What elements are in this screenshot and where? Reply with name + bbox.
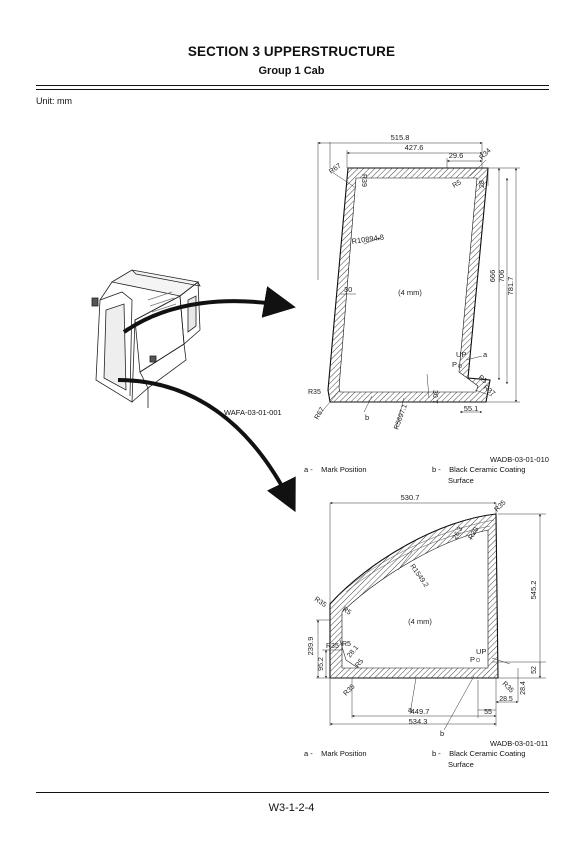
front-legend-a-key: a -	[304, 465, 313, 474]
front-thickness: (4 mm)	[398, 288, 422, 297]
side-legend-a: a - Mark Position	[304, 748, 367, 759]
front-d30-7: 30.7	[431, 390, 438, 404]
front-d30: 30	[344, 285, 352, 294]
front-legend-b-text-1: Black Ceramic Coating	[449, 465, 526, 474]
front-r39: R39	[360, 174, 367, 187]
front-a-mark: a	[483, 350, 488, 359]
side-d28-4: 28.4	[520, 681, 527, 695]
front-legend-b-line2: Surface	[448, 476, 474, 485]
front-d28: 28	[479, 180, 486, 188]
side-r5-low: R5	[354, 658, 365, 669]
side-up: UP	[476, 647, 486, 656]
front-r34: R34	[478, 147, 492, 161]
front-legend-a: a - Mark Position	[304, 464, 367, 475]
page-number: W3-1-2-4	[268, 802, 315, 814]
group-title: Group 1 Cab	[258, 65, 325, 77]
front-p: P	[452, 360, 457, 369]
section-title: SECTION 3 UPPERSTRUCTURE	[187, 44, 396, 59]
side-b-mark: b	[440, 729, 444, 738]
header-rule-top	[36, 85, 549, 86]
side-thickness: (4 mm)	[408, 617, 432, 626]
side-legend-b-line2: Surface	[448, 760, 474, 769]
unit-label: Unit: mm	[36, 96, 72, 106]
side-w534: 534.3	[409, 717, 428, 726]
front-d55: 55.1	[464, 404, 479, 413]
front-h781: 781.7	[506, 277, 515, 296]
side-overall-width: 530.7	[401, 493, 420, 502]
front-glass-drawing: 515.8 427.6 29.6 R34 R67 R39 R5 28 R1089…	[308, 133, 520, 431]
front-r5697: R5697.1	[393, 403, 409, 430]
front-h706: 706	[497, 270, 506, 283]
side-r35-right: R35	[501, 680, 515, 694]
side-legend-b: b - Black Ceramic Coating	[432, 748, 525, 759]
side-legend-b-key: b -	[432, 749, 441, 758]
front-legend-b-key: b -	[432, 465, 441, 474]
front-top-right: 29.6	[449, 151, 464, 160]
arrow-to-front-glass	[122, 286, 296, 334]
front-r35: R35	[308, 389, 321, 396]
side-d52: 52	[531, 666, 538, 674]
side-r35-left: R35	[313, 596, 328, 609]
footer-rule	[36, 792, 549, 793]
front-r5-bottom: R5	[477, 374, 488, 385]
front-overall-width: 515.8	[391, 133, 410, 142]
side-figure-code: WADB-03-01-011	[490, 739, 549, 748]
side-legend-b-text-1: Black Ceramic Coating	[449, 749, 526, 758]
front-up: UP	[456, 350, 466, 359]
side-r35-top: R35	[493, 499, 507, 513]
front-legend-a-text: Mark Position	[321, 465, 367, 474]
side-h95: 95.2	[318, 657, 325, 671]
front-r10894: R10894.8	[351, 233, 384, 246]
side-r5-mid: R5	[342, 641, 351, 648]
arrow-to-side-glass	[117, 378, 296, 513]
side-h545: 545.2	[529, 581, 538, 600]
front-r67-top: R67	[328, 162, 343, 175]
side-p: P	[470, 655, 475, 664]
side-legend-a-text: Mark Position	[321, 749, 367, 758]
side-legend-a-key: a -	[304, 749, 313, 758]
front-h666: 666	[488, 270, 497, 283]
front-b-mark: b	[365, 413, 369, 422]
side-d55: 55	[484, 709, 492, 716]
side-r5-left: R5	[341, 606, 352, 617]
front-inner-width: 427.6	[405, 143, 424, 152]
side-a-mark: a	[408, 705, 413, 714]
front-legend-b: b - Black Ceramic Coating	[432, 464, 525, 475]
side-r35-bottom: R35	[342, 683, 356, 697]
header-rule-bottom	[36, 89, 549, 90]
side-d28-5: 28.5	[499, 696, 513, 703]
front-r5-top: R5	[452, 179, 463, 190]
side-h239: 239.9	[306, 637, 315, 656]
side-glass-drawing: 530.7 R35 26.3 R20 R1549.2 545.2 R35 R5 …	[306, 493, 546, 738]
front-figure-code: WADB-03-01-010	[490, 455, 549, 464]
side-r35-mid: R35	[326, 643, 339, 650]
cab-figure-code: WAFA-03-01-001	[224, 408, 282, 417]
cab-sketch	[91, 269, 201, 408]
side-w449: 449.7	[411, 707, 430, 716]
